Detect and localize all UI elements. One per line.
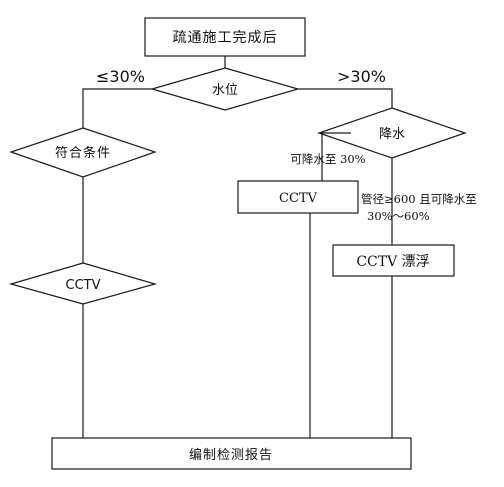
start-box [144,17,306,57]
meets-condition-diamond [9,127,157,178]
meets-condition-label: 符合条件 [55,145,111,161]
dewater-label: 降水 [379,127,405,142]
cctv-float-box [332,244,455,277]
high-water-label: >30% [337,67,386,86]
cctv-left-diamond [8,262,158,305]
start-box-label: 疏通施工完成后 [173,30,278,46]
connector-water-level-to-left-branch [82,88,152,128]
water-level-label: 水位 [212,83,238,98]
connector-dewater-to-cctv-middle [321,132,351,181]
cctv-middle-box [237,180,359,214]
water-level-diamond [149,67,301,111]
report-label: 编制检测报告 [189,448,273,463]
report-box [51,437,412,470]
pipe-condition-label-line1: 管径≥600 且可降水至 [361,192,477,206]
low-water-label: ≤30% [96,67,145,86]
can-dewater-label: 可降水至 30% [290,152,365,166]
cctv-middle-label: CCTV [279,191,318,206]
cctv-left-label: CCTV [66,278,101,293]
pipe-condition-label-line2: 30%～60% [367,209,430,223]
dewater-diamond [317,107,467,159]
connector-water-level-to-right-branch [298,88,393,108]
cctv-float-label: CCTV 漂浮 [356,254,429,270]
